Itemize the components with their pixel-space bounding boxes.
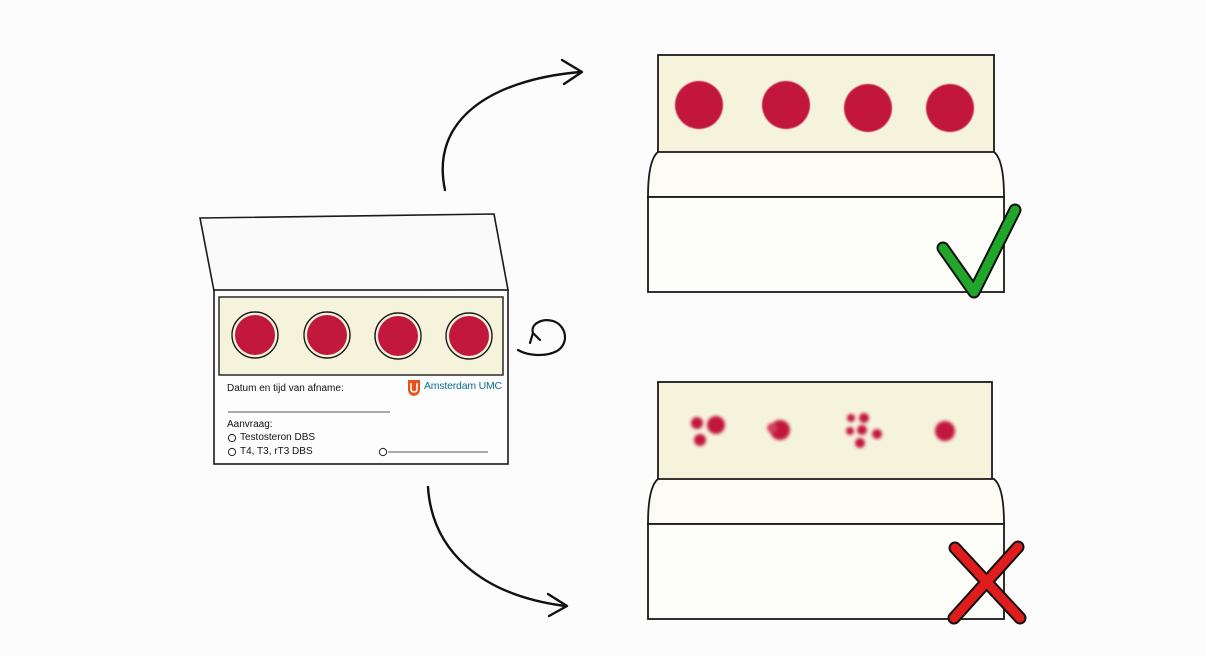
incorrect-blood-spots [691,413,955,448]
option-testosteron-label: Testosteron DBS [240,432,316,443]
option-radio-1 [227,433,237,443]
option-radio-other [378,447,388,457]
correct-sample-card [647,54,1005,293]
option-radio-2 [227,447,237,457]
option-thyroid-label: T4, T3, rT3 DBS [240,446,313,457]
arrow-up [441,58,584,192]
date-time-label: Datum en tijd van afname: [227,383,344,394]
dbs-card [199,213,509,465]
incorrect-sample-card [647,381,1005,620]
flip-card-icon [516,319,566,357]
card-blood-spots [231,311,493,360]
amsterdam-umc-logo-icon [408,380,420,396]
request-label: Aanvraag: [227,419,273,430]
arrow-down [426,485,569,618]
brand-label: Amsterdam UMC [424,380,502,392]
card-lid [199,213,509,292]
correct-blood-spots [675,81,974,132]
cross-icon [947,540,1027,625]
check-icon [936,203,1022,299]
